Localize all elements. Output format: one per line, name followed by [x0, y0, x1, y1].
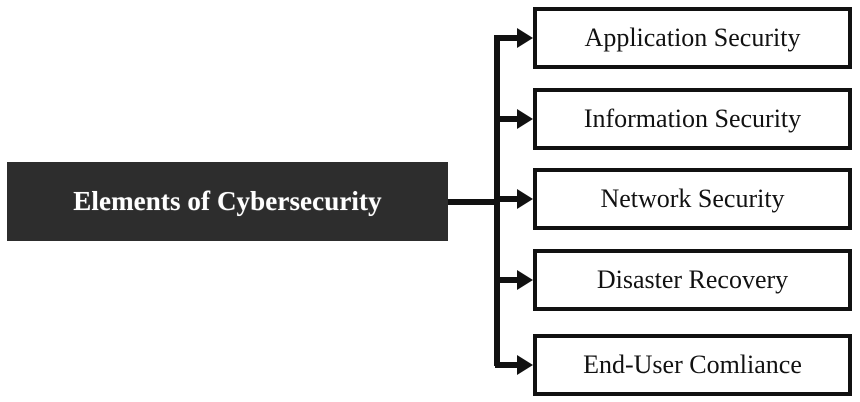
- branch-node-end-user-comliance[interactable]: End-User Comliance: [533, 334, 852, 396]
- branch-node-label: End-User Comliance: [583, 350, 802, 379]
- branch-node-network-security[interactable]: Network Security: [533, 168, 852, 230]
- branch-node-application-security[interactable]: Application Security: [533, 7, 852, 69]
- branch-node-information-security[interactable]: Information Security: [533, 88, 852, 150]
- branch-node-label: Information Security: [583, 104, 802, 133]
- arrowhead-icon-4: [517, 270, 533, 290]
- branch-node-label: Network Security: [600, 184, 785, 213]
- arrowhead-icon-1: [517, 28, 533, 48]
- arrowhead-icon-3: [517, 189, 533, 209]
- root-node-elements-of-cybersecurity[interactable]: Elements of Cybersecurity: [8, 163, 447, 240]
- arrowhead-icon-2: [517, 109, 533, 129]
- branch-node-label: Disaster Recovery: [596, 265, 789, 294]
- root-node-label: Elements of Cybersecurity: [73, 186, 382, 216]
- branch-node-disaster-recovery[interactable]: Disaster Recovery: [533, 249, 852, 311]
- branch-node-label: Application Security: [584, 23, 801, 52]
- arrowhead-icon-5: [517, 355, 533, 375]
